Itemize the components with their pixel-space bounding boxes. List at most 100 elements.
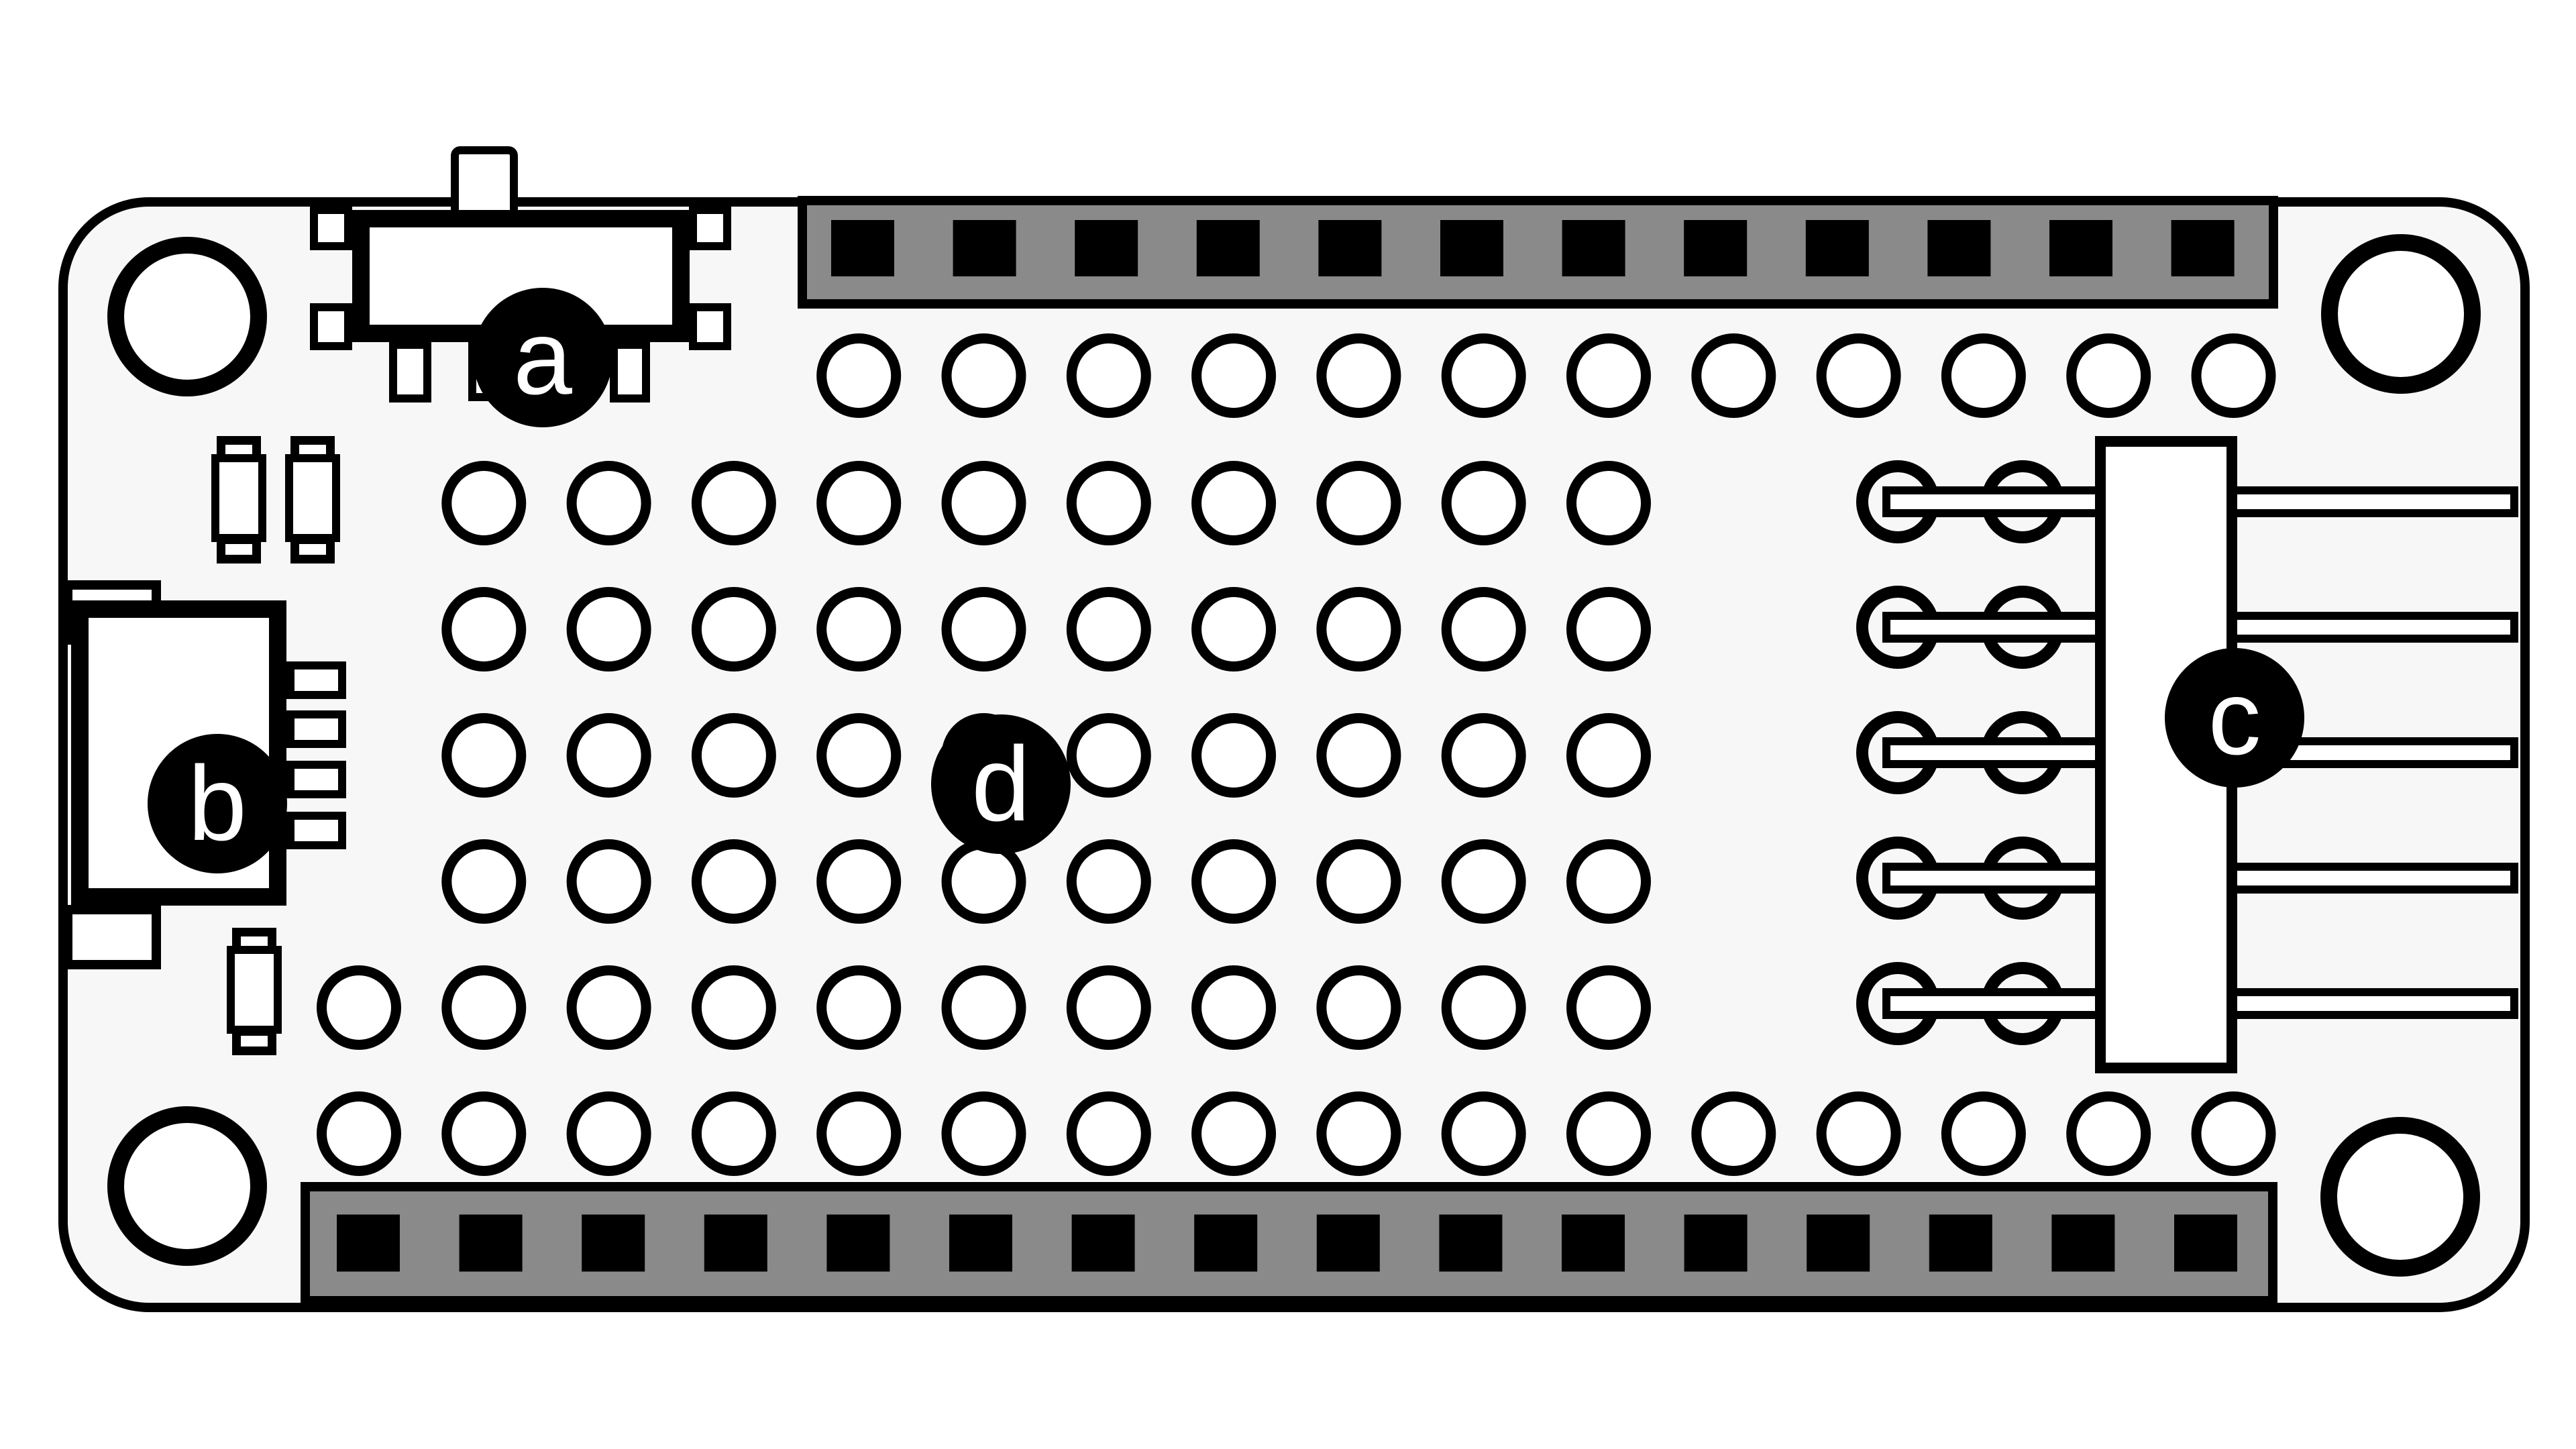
bottom-header-pin	[1316, 1214, 1380, 1272]
proto-hole	[941, 1091, 1026, 1176]
proto-hole	[441, 839, 527, 924]
mounting-hole-top-right	[2321, 234, 2481, 394]
switch-side-tab	[689, 303, 731, 350]
proto-hole	[2066, 1091, 2151, 1176]
top-header-pin	[1562, 220, 1625, 276]
top-header-pin	[1075, 220, 1138, 276]
proto-hole	[941, 333, 1026, 418]
top-header	[798, 196, 2278, 309]
proto-hole	[441, 587, 527, 672]
battery-connector-pin	[286, 661, 346, 699]
proto-hole	[1566, 587, 1651, 672]
proto-hole	[566, 713, 651, 798]
smd-component-passive-2	[285, 436, 340, 564]
proto-hole	[816, 461, 902, 545]
proto-hole	[441, 1091, 527, 1176]
proto-hole	[816, 965, 902, 1050]
proto-hole	[441, 965, 527, 1050]
callout-b: b	[148, 734, 287, 873]
proto-hole	[566, 1091, 651, 1176]
switch-body	[352, 210, 690, 342]
proto-hole	[1316, 965, 1401, 1050]
bottom-header-pin	[459, 1214, 523, 1272]
proto-hole	[1191, 965, 1277, 1050]
bottom-header-pin	[1807, 1214, 1870, 1272]
callouts-layer: a b c d	[148, 288, 2304, 873]
callout-c-label: c	[2208, 659, 2261, 777]
callout-b-circle	[148, 734, 287, 873]
callout-a-label: a	[513, 299, 572, 417]
callout-d-circle	[931, 714, 1071, 854]
proto-hole	[1066, 713, 1151, 798]
bottom-header-pin	[1439, 1214, 1503, 1272]
callout-d: d	[931, 714, 1071, 854]
proto-hole	[691, 461, 776, 545]
smd-cap-slot	[225, 445, 252, 455]
proto-hole	[1191, 713, 1277, 798]
top-header-pin	[1805, 220, 1869, 276]
proto-hole	[1691, 333, 1776, 418]
callout-c: c	[2165, 648, 2304, 788]
proto-hole	[816, 587, 902, 672]
proto-hole	[1441, 839, 1526, 924]
switch-side-tab	[310, 206, 352, 250]
switch-side-tab	[689, 206, 731, 250]
proto-hole	[1191, 333, 1277, 418]
proto-hole	[1441, 713, 1526, 798]
proto-hole	[566, 839, 651, 924]
smd-body	[285, 454, 340, 542]
top-header-pin	[953, 220, 1016, 276]
bottom-header-pin	[2174, 1214, 2237, 1272]
proto-hole	[317, 965, 401, 1050]
smd-component-passive-3	[227, 928, 282, 1055]
proto-hole	[441, 461, 527, 545]
battery-connector-flange	[63, 905, 161, 969]
smd-body	[211, 454, 266, 542]
proto-hole	[1441, 461, 1526, 545]
battery-connector-pin	[286, 761, 346, 798]
mounting-hole-top-left	[107, 237, 267, 396]
proto-hole	[691, 713, 776, 798]
proto-hole	[941, 965, 1026, 1050]
bottom-header	[301, 1182, 2277, 1305]
proto-hole	[691, 839, 776, 924]
top-header-pin	[2049, 220, 2112, 276]
proto-hole	[1441, 333, 1526, 418]
proto-hole	[1566, 965, 1651, 1050]
proto-hole	[1066, 839, 1151, 924]
proto-hole	[566, 587, 651, 672]
top-header-pin	[1927, 220, 1991, 276]
top-header-housing	[798, 196, 2278, 309]
bottom-header-pin	[337, 1214, 400, 1272]
proto-hole	[691, 587, 776, 672]
proto-hole	[566, 461, 651, 545]
proto-hole	[2191, 1091, 2276, 1176]
battery-connector-pin	[286, 812, 346, 849]
callout-c-circle	[2165, 648, 2304, 788]
proto-hole	[2191, 333, 2276, 418]
proto-hole	[1441, 1091, 1526, 1176]
smd-cap-slot	[299, 544, 326, 555]
callout-a: a	[473, 288, 612, 427]
proto-hole	[1816, 1091, 1901, 1176]
mounting-hole-bottom-left	[107, 1106, 267, 1266]
proto-hole	[1566, 1091, 1651, 1176]
switch-side-tab	[310, 303, 352, 350]
proto-hole	[1941, 1091, 2026, 1176]
bottom-header-pin	[2051, 1214, 2115, 1272]
battery-connector-pin	[286, 710, 346, 748]
proto-hole	[1316, 1091, 1401, 1176]
proto-hole	[1566, 839, 1651, 924]
proto-hole	[1066, 587, 1151, 672]
bottom-header-pin	[1562, 1214, 1625, 1272]
top-header-pin	[831, 220, 894, 276]
proto-hole	[1941, 333, 2026, 418]
proto-hole	[941, 587, 1026, 672]
proto-hole	[1316, 839, 1401, 924]
proto-hole	[1566, 461, 1651, 545]
top-header-pin	[1196, 220, 1260, 276]
smd-cap-slot	[299, 445, 326, 455]
bottom-header-pin	[1684, 1214, 1748, 1272]
